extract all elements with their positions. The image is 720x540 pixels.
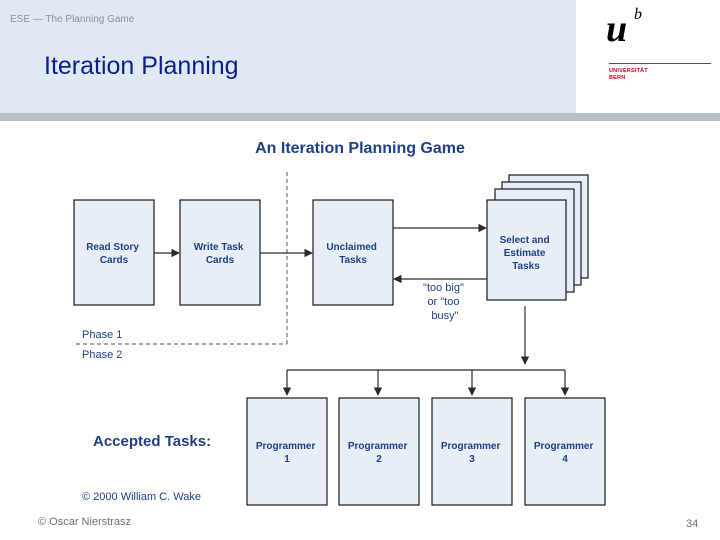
programmer-1-label: Programmer 1 [256,441,318,465]
card-programmer-4 [524,397,606,506]
programmer-2-label: Programmer 2 [348,441,410,465]
read-story-line1: Read Story [86,242,139,253]
diagram-copyright: © 2000 William C. Wake [82,491,201,503]
select-estimate-line1: Select and [500,235,550,246]
feedback-line3: busy" [431,310,458,322]
card-read-story [73,199,155,306]
logo-divider [609,63,711,64]
read-story-line2: Cards [100,255,129,266]
read-story-label: Read Story Cards [86,242,142,266]
feedback-label: "too big" or "too busy" [423,282,467,322]
breadcrumb: ESE — The Planning Game [10,14,135,25]
logo-area [576,0,720,113]
write-task-label: Write Task Cards [194,242,246,266]
feedback-line2: or "too [427,296,459,308]
select-estimate-line3: Tasks [512,261,540,272]
university-name-line2: BERN [609,74,626,81]
footer-author: © Oscar Nierstrasz [38,516,132,528]
university-name-line1: UNIVERSITÄT [609,68,648,74]
programmer-3-label: Programmer 3 [441,441,503,465]
phase2-label: Phase 2 [82,349,122,361]
university-logo-b: b [634,6,642,23]
card-programmer-2 [338,397,420,506]
header-divider [0,113,720,121]
select-estimate-line2: Estimate [504,248,546,259]
write-task-line1: Write Task [194,242,244,253]
unclaimed-line1: Unclaimed [326,242,377,253]
programmer-2-line1: Programmer [348,441,408,452]
card-programmer-3 [431,397,513,506]
programmer-1-line1: Programmer [256,441,316,452]
programmer-2-line2: 2 [376,454,382,465]
card-select-estimate [486,199,567,301]
card-write-task [179,199,261,306]
header-band [0,0,576,113]
write-task-line2: Cards [206,255,235,266]
university-name: UNIVERSITÄT BERN [609,68,648,81]
university-logo-u: u [606,8,628,50]
select-estimate-label: Select and Estimate Tasks [500,235,553,272]
card-unclaimed [312,199,394,306]
page-number: 34 [686,518,699,530]
programmer-3-line1: Programmer [441,441,501,452]
programmer-1-line2: 1 [284,454,290,465]
iteration-planning-diagram: An Iteration Planning Game Phase 1 Phase… [73,140,606,506]
unclaimed-line2: Tasks [339,255,367,266]
programmer-4-line1: Programmer [534,441,594,452]
page-title: Iteration Planning [44,52,239,80]
phase1-label: Phase 1 [82,329,122,341]
programmer-4-line2: 4 [562,454,568,465]
diagram-title: An Iteration Planning Game [255,140,465,157]
feedback-line1: "too big" [423,282,464,294]
unclaimed-label: Unclaimed Tasks [326,242,379,266]
programmer-3-line2: 3 [469,454,475,465]
card-programmer-1 [246,397,328,506]
programmer-4-label: Programmer 4 [534,441,596,465]
accepted-tasks-label: Accepted Tasks: [93,433,211,450]
